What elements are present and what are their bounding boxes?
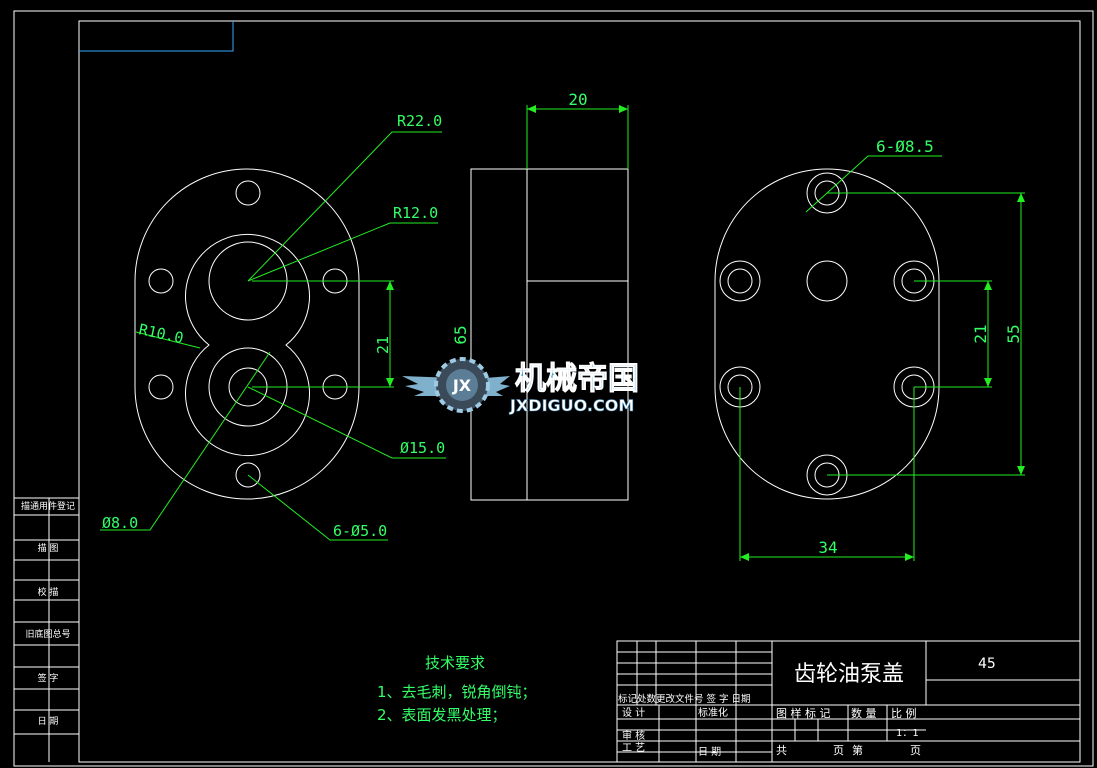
side-strip [14, 498, 79, 762]
part-name: 齿轮油泵盖 [794, 662, 904, 687]
design-label: 设 计 [622, 706, 645, 719]
label-height65: 65 [451, 325, 470, 344]
label-dim21-left: 21 [374, 336, 392, 354]
right-outer-contour [714, 168, 940, 500]
standard-label: 标准化 [698, 706, 728, 719]
label-dim34: 34 [818, 538, 837, 557]
left-view-dimensions [100, 131, 446, 541]
right-view-arrows [740, 193, 1025, 561]
notes-line-2: 2、表面发黑处理； [377, 706, 507, 724]
middle-view-labels: 20 65 [451, 90, 588, 345]
title-block-text: 齿轮油泵盖 45 标记处数更改文件号 签 字 日期 设 计 标准化 审 核 工 … [618, 656, 996, 758]
total-sheets-label: 共 [776, 744, 787, 757]
stage-header: 图 样 标 记 [776, 706, 831, 720]
label-6holes-d85: 6-Ø8.5 [876, 137, 934, 156]
sheet-no-label: 第 [852, 743, 863, 757]
notes-line-1: 1、去毛刺，锐角倒钝； [377, 683, 537, 701]
logo-site: JXDIGUO.COM [509, 396, 634, 415]
right-view-labels: 6-Ø8.5 21 55 34 [818, 137, 1023, 557]
page-label-2: 页 [910, 744, 921, 757]
side-label-old-number: 旧底图总号 [25, 628, 70, 640]
side-label-trace-check: 校 描 [38, 586, 59, 598]
title-block [616, 640, 1081, 763]
left-gear-bore [185, 233, 310, 457]
label-d8: Ø8.0 [102, 514, 138, 532]
side-label-register: 描通用件登记 [21, 500, 75, 512]
top-left-box [79, 21, 234, 52]
label-r22: R22.0 [397, 112, 442, 130]
middle-view-dimensions [526, 105, 629, 169]
notes-title: 技术要求 [425, 654, 485, 672]
logo-name: 机械帝国 [515, 361, 639, 397]
drawing-frame [13, 10, 1094, 767]
logo-badge-text: JX [452, 376, 472, 395]
watermark-logo: JX 机械帝国 JXDIGUO.COM [402, 357, 640, 415]
middle-view-arrows [527, 105, 628, 113]
qty-label: 数 量 [851, 707, 877, 720]
left-view-labels: R22.0 R12.0 R10.0 21 Ø15.0 Ø8.0 6-Ø5.0 [102, 112, 445, 540]
label-r10: R10.0 [137, 320, 185, 347]
side-label-draw: 描 图 [38, 542, 59, 554]
left-view-arrows [386, 281, 394, 387]
side-strip-labels: 描通用件登记 描 图 校 描 旧底图总号 签 字 日 期 [21, 500, 75, 727]
right-view-dimensions [739, 155, 1025, 561]
right-view-geometry [714, 168, 940, 500]
technical-notes: 技术要求 1、去毛刺，锐角倒钝； 2、表面发黑处理； [377, 654, 537, 724]
label-dim55: 55 [1004, 324, 1023, 343]
material: 45 [978, 656, 996, 672]
label-d15: Ø15.0 [400, 439, 445, 457]
scale-label: 比 例 [891, 706, 917, 720]
page-label-1: 页 [833, 744, 844, 757]
side-label-sign: 签 字 [38, 672, 59, 684]
middle-view-geometry [470, 168, 629, 501]
label-dim21-right: 21 [971, 324, 990, 343]
date-label: 日 期 [698, 746, 721, 758]
side-label-date: 日 期 [38, 716, 59, 727]
rev-header: 标记处数更改文件号 签 字 日期 [618, 693, 751, 705]
label-6holes-d5: 6-Ø5.0 [333, 522, 387, 540]
process-label: 工 艺 [622, 742, 645, 754]
check-label: 审 核 [622, 729, 645, 742]
label-width20: 20 [568, 90, 587, 109]
scale-value: 1：1 [896, 728, 919, 739]
label-r12: R12.0 [393, 204, 438, 222]
